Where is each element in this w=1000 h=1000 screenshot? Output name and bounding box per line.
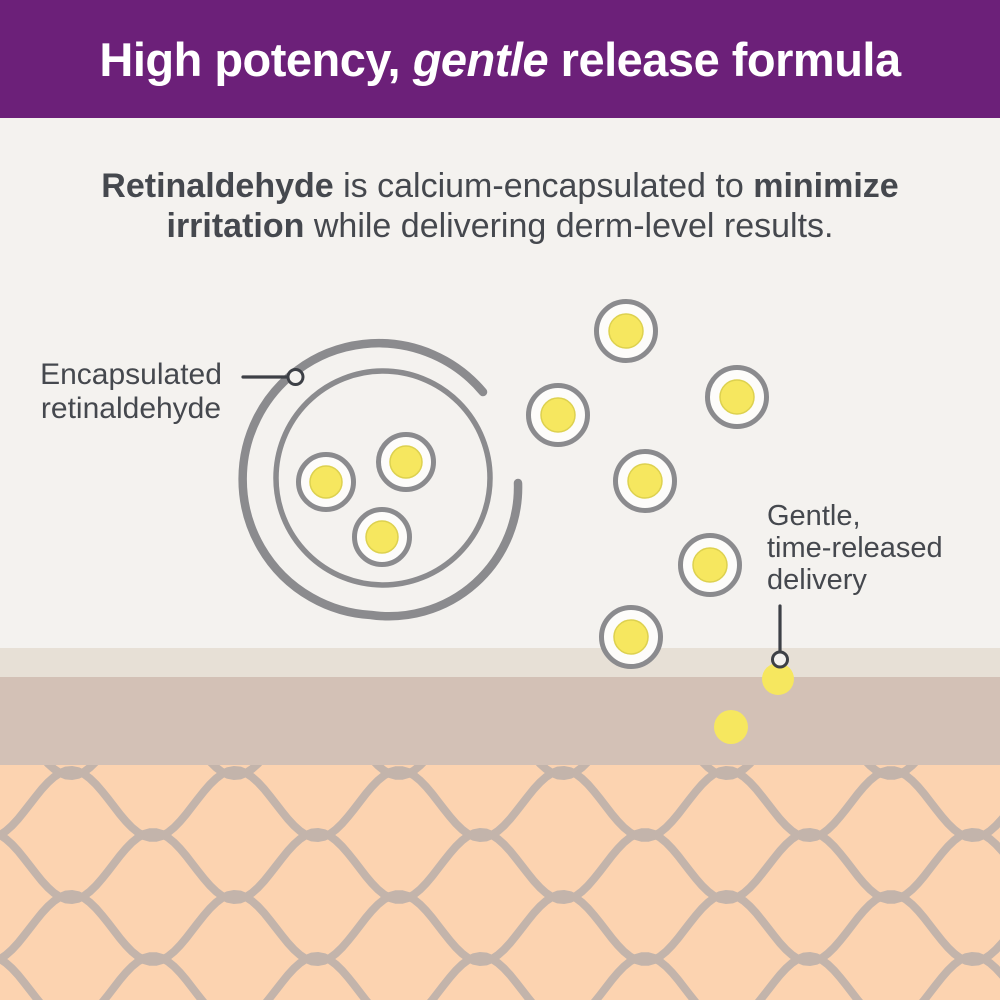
dermis-wave-pattern xyxy=(0,765,1000,1000)
released-retinaldehyde-dot xyxy=(762,663,794,695)
intro-regular-1: is calcium-encapsulated to xyxy=(333,167,754,205)
encapsulated-label-line-1: Encapsulated xyxy=(40,358,222,391)
intro-bold-minimize: minimize xyxy=(753,167,899,205)
encapsulated-label: Encapsulated retinaldehyde xyxy=(25,358,237,426)
released-capsule-icon-core xyxy=(627,463,663,499)
heading-seg-3: release formula xyxy=(548,32,901,86)
released-capsule-icon-core xyxy=(613,619,649,655)
heading: High potency, gentle release formula xyxy=(99,32,901,87)
gentle-label-line-2: time-released xyxy=(767,532,943,564)
encapsulation-shell-inner-ring xyxy=(273,368,493,588)
released-capsule-icon-core xyxy=(540,397,576,433)
heading-seg-gentle: gentle xyxy=(412,32,549,86)
encapsulated-leader-dot xyxy=(286,368,305,386)
released-capsule-icon-core xyxy=(692,547,728,583)
released-retinaldehyde-dot xyxy=(714,710,748,744)
skin-layer-epidermis xyxy=(0,677,1000,765)
skin-layer-surface xyxy=(0,648,1000,677)
intro-bold-retinaldehyde: Retinaldehyde xyxy=(101,167,334,205)
wave-row xyxy=(0,889,1000,967)
gentle-leader-dot xyxy=(771,650,789,669)
gentle-delivery-label: Gentle, time-released delivery xyxy=(767,500,997,596)
wave-row xyxy=(0,765,1000,843)
released-capsule-icon-core xyxy=(608,313,644,349)
encapsulated-capsule-icon-core xyxy=(365,520,399,554)
encapsulated-capsule-icon-core xyxy=(309,465,343,499)
gentle-label-line-1: Gentle, xyxy=(767,500,861,532)
intro-text: Retinaldehyde is calcium-encapsulated to… xyxy=(0,166,1000,246)
released-capsule-icon-core xyxy=(719,379,755,415)
intro-bold-irritation: irritation xyxy=(166,207,305,245)
intro-regular-2: while delivering derm-level results. xyxy=(304,207,834,245)
intro-line-1: Retinaldehyde is calcium-encapsulated to… xyxy=(0,166,1000,206)
wave-row xyxy=(0,951,1000,1000)
heading-seg-1: High potency, xyxy=(99,32,413,86)
intro-line-2: irritation while delivering derm-level r… xyxy=(0,206,1000,246)
encapsulated-capsule-icon-core xyxy=(389,445,423,479)
encapsulated-label-line-2: retinaldehyde xyxy=(40,392,222,425)
encapsulation-shell-outer-arc xyxy=(238,339,523,621)
wave-row xyxy=(0,827,1000,905)
header-banner: High potency, gentle release formula xyxy=(0,0,1000,118)
gentle-label-line-3: delivery xyxy=(767,564,867,596)
